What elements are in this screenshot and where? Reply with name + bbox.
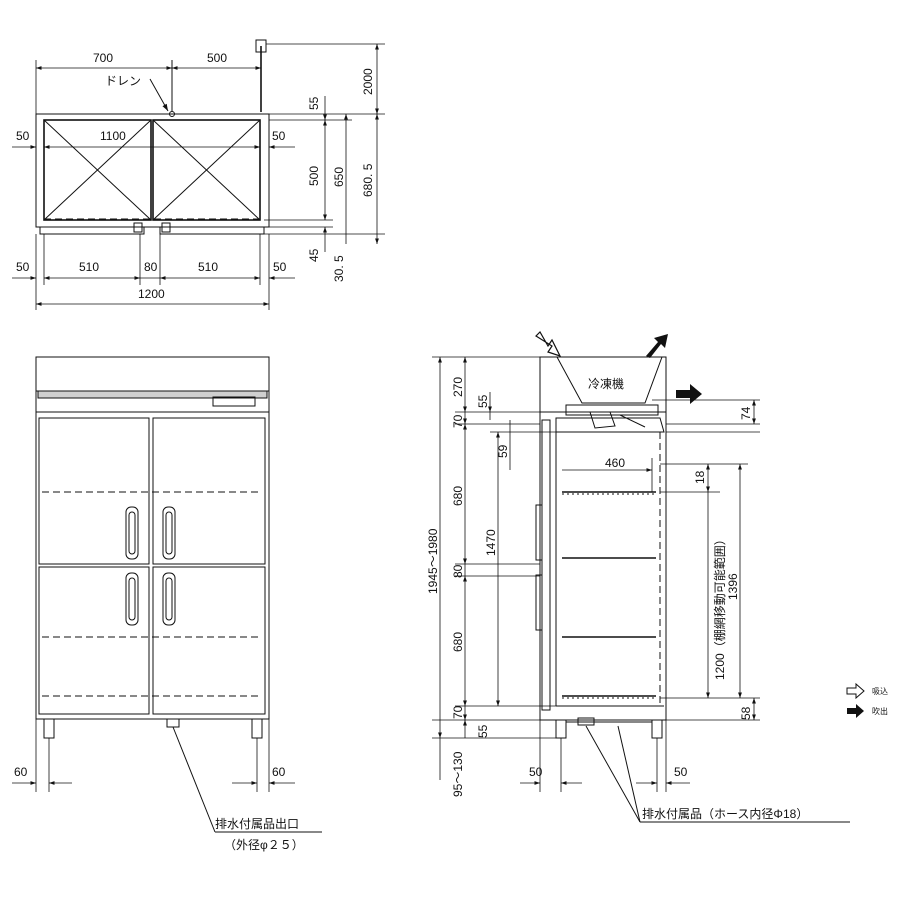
- drain-label: ドレン: [105, 74, 141, 88]
- dim-80-gap: 80: [144, 260, 158, 274]
- dim-74: 74: [739, 406, 753, 420]
- dim-60-right: 60: [272, 765, 286, 779]
- airflow-legend: 吸込 吹出: [846, 682, 888, 718]
- dim-18: 18: [693, 470, 707, 484]
- dim-70-side-top: 70: [451, 414, 465, 428]
- refrigerator-unit-label: 冷凍機: [588, 376, 624, 391]
- front-view: 60 60 排水付属品出口 （外径φ２５）: [12, 356, 322, 852]
- dim-1200: 1200: [138, 287, 165, 301]
- dim-60-left: 60: [14, 765, 28, 779]
- dim-50-side-right: 50: [674, 765, 688, 779]
- dim-55-plan: 55: [307, 96, 321, 110]
- dim-460: 460: [605, 456, 625, 470]
- dim-foot-height: 95～130: [451, 751, 465, 797]
- dim-680-lower: 680: [451, 632, 465, 652]
- exhaust-arrow-icon: [847, 704, 864, 718]
- dim-50-right-plan: 50: [272, 129, 286, 143]
- dim-510-right: 510: [198, 260, 218, 274]
- dim-45-plan: 45: [307, 248, 321, 262]
- dim-30-5-plan: 30. 5: [332, 255, 346, 282]
- dim-680-upper: 680: [451, 486, 465, 506]
- side-view: 冷凍機: [426, 331, 850, 823]
- dim-50-left-plan: 50: [16, 129, 30, 143]
- dim-total-height: 1945～1980: [426, 528, 440, 594]
- dim-500-top: 500: [207, 51, 227, 65]
- dim-59: 59: [496, 444, 510, 458]
- dim-2000: 2000: [361, 68, 375, 95]
- dim-50-side-left: 50: [529, 765, 543, 779]
- dim-270: 270: [451, 377, 465, 397]
- dim-650-plan: 650: [332, 167, 346, 187]
- dim-50-bottom-left: 50: [16, 260, 30, 274]
- drain-outlet-size: （外径φ２５）: [224, 838, 304, 852]
- dim-55-side-bottom: 55: [476, 724, 490, 738]
- drain-outlet-label: 排水付属品出口: [215, 817, 299, 831]
- dim-700: 700: [93, 51, 113, 65]
- dim-58: 58: [739, 706, 753, 720]
- dim-1396: 1396: [726, 573, 740, 600]
- dim-50-bottom-right: 50: [273, 260, 287, 274]
- drain-accessory-label: 排水付属品（ホース内径Φ18）: [642, 807, 808, 821]
- dim-510-left: 510: [79, 260, 99, 274]
- plan-view: 700 500 ドレン 2000 55 500 650 680. 5 45 30…: [12, 39, 385, 310]
- dim-70-side-bottom: 70: [451, 705, 465, 719]
- legend-intake: 吸込: [872, 687, 888, 696]
- dim-680-5-plan: 680. 5: [361, 163, 375, 197]
- dim-1470: 1470: [484, 529, 498, 556]
- shelf-range-label: 1200（棚網移動可能範囲）: [712, 533, 727, 680]
- dim-1100: 1100: [100, 129, 126, 143]
- dim-55-side-top: 55: [476, 394, 490, 408]
- legend-exhaust: 吹出: [872, 706, 888, 716]
- intake-arrow-icon: [846, 682, 865, 700]
- dim-80-side: 80: [451, 564, 465, 578]
- dim-500-plan: 500: [307, 166, 321, 186]
